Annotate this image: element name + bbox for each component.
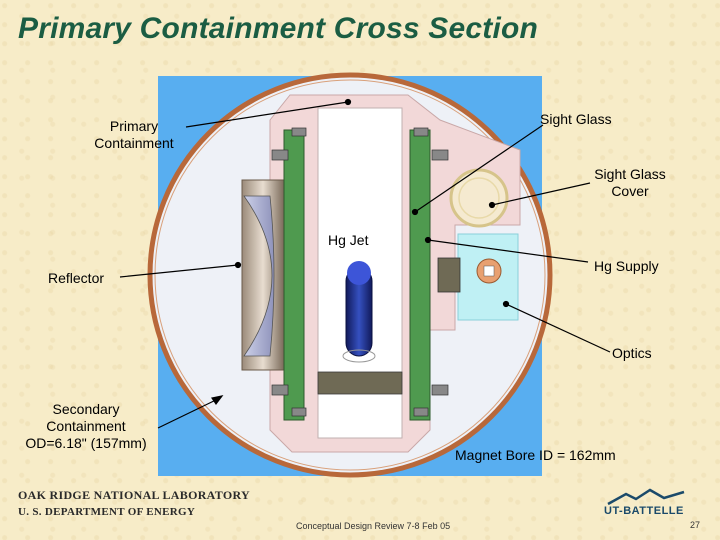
reflector-lens (243, 195, 275, 357)
sight-glass (458, 177, 500, 219)
review-caption: Conceptual Design Review 7-8 Feb 05 (296, 521, 451, 531)
reflector-label: Reflector (48, 270, 105, 286)
hg-supply-fitting (437, 257, 461, 293)
page-title: Primary Containment Cross Section (18, 12, 539, 45)
department-name: U. S. DEPARTMENT OF ENERGY (18, 506, 196, 518)
optics-label: Optics (612, 345, 652, 361)
magnet-bore-label: Magnet Bore ID = 162mm (455, 447, 616, 463)
ut-battelle-logo-icon (607, 488, 685, 506)
left-flange (283, 129, 305, 421)
leader-lines (119, 98, 611, 429)
right-flange (409, 129, 431, 421)
page-number: 27 (690, 520, 701, 530)
bolts (271, 127, 449, 417)
ut-battelle-logo-text: UT-BATTELLE (604, 505, 684, 517)
hg-jet-base (342, 349, 376, 363)
sight-glass-label: Sight Glass (540, 111, 612, 127)
hg-jet-label: Hg Jet (328, 232, 369, 248)
nozzle-bar (317, 371, 403, 395)
hg-jet-top (347, 261, 371, 285)
lab-name: OAK RIDGE NATIONAL LABORATORY (18, 488, 250, 502)
hg-supply-label: Hg Supply (594, 258, 659, 274)
